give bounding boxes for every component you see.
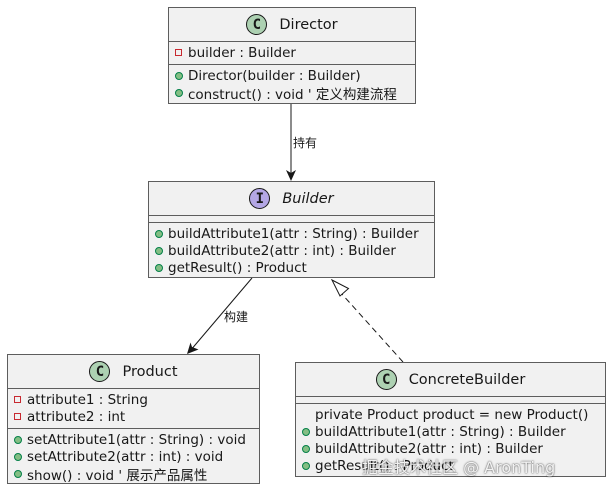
- concrete-builder-fields: [296, 396, 605, 403]
- method-row: Director(builder : Builder): [169, 67, 415, 84]
- private-visibility-icon: [175, 49, 182, 56]
- director-fields: builder : Builder: [169, 41, 415, 64]
- class-concrete-builder-header: C ConcreteBuilder: [296, 363, 605, 396]
- method-row: buildAttribute1(attr : String) : Builder: [296, 423, 605, 440]
- public-visibility-icon: [302, 444, 310, 453]
- public-visibility-icon: [14, 452, 22, 461]
- field-text: builder : Builder: [188, 44, 296, 61]
- watermark: 掘金技术社区 @ AronTing: [362, 458, 556, 477]
- private-visibility-icon: [14, 396, 21, 403]
- interface-i-icon: I: [249, 188, 271, 209]
- member-row: private Product product = new Product(): [296, 406, 605, 423]
- class-director: C Director builder : Builder Director(bu…: [168, 7, 416, 104]
- public-visibility-icon: [302, 427, 310, 436]
- realization-arrowhead: [330, 278, 350, 297]
- class-product-name: Product: [122, 363, 178, 380]
- field-text: attribute1 : String: [27, 391, 148, 408]
- method-row: buildAttribute1(attr : String) : Builder: [149, 225, 434, 242]
- method-text: show() : void ' 展示产品属性: [27, 467, 208, 484]
- member-text: private Product product = new Product(): [315, 406, 589, 423]
- method-text: setAttribute2(attr : int) : void: [27, 448, 224, 465]
- builds-arrowhead: [187, 342, 199, 354]
- field-row: attribute1 : String: [8, 391, 259, 408]
- method-row: setAttribute1(attr : String) : void: [8, 431, 259, 448]
- field-row: attribute2 : int: [8, 408, 259, 425]
- method-text: buildAttribute2(attr : int) : Builder: [315, 440, 543, 457]
- method-text: construct() : void ' 定义构建流程: [188, 86, 397, 103]
- builds-label: 构建: [224, 310, 249, 324]
- holds-arrowhead: [286, 170, 296, 181]
- class-c-icon: C: [246, 14, 268, 35]
- class-product-header: C Product: [8, 355, 259, 388]
- method-row: show() : void ' 展示产品属性: [8, 465, 259, 484]
- concrete-builder-members: private Product product = new Product() …: [296, 403, 605, 477]
- public-visibility-icon: [175, 88, 183, 97]
- method-text: getResult() : Product: [315, 457, 454, 474]
- method-row: buildAttribute2(attr : int) : Builder: [149, 242, 434, 259]
- public-visibility-icon: [155, 229, 163, 238]
- public-visibility-icon: [14, 469, 22, 478]
- class-c-icon: C: [89, 361, 111, 382]
- class-product: C Product attribute1 : String attribute2…: [7, 354, 260, 484]
- product-fields: attribute1 : String attribute2 : int: [8, 388, 259, 428]
- method-text: setAttribute1(attr : String) : void: [27, 431, 246, 448]
- method-text: Director(builder : Builder): [188, 67, 361, 84]
- public-visibility-icon: [155, 263, 163, 272]
- interface-builder: I Builder buildAttribute1(attr : String)…: [148, 181, 435, 278]
- public-visibility-icon: [155, 246, 163, 255]
- builds-association-line: [189, 277, 253, 352]
- public-visibility-icon: [14, 435, 22, 444]
- private-visibility-icon: [14, 413, 21, 420]
- public-visibility-icon: [175, 71, 183, 80]
- method-text: buildAttribute1(attr : String) : Builder: [315, 423, 566, 440]
- method-text: buildAttribute1(attr : String) : Builder: [168, 225, 419, 242]
- method-row: getResult() : Product: [149, 259, 434, 276]
- director-methods: Director(builder : Builder) construct() …: [169, 64, 415, 104]
- method-text: buildAttribute2(attr : int) : Builder: [168, 242, 396, 259]
- class-concrete-builder-name: ConcreteBuilder: [408, 371, 526, 388]
- realization-line: [340, 292, 404, 363]
- class-c-icon: C: [375, 369, 397, 390]
- public-visibility-icon: [302, 461, 310, 470]
- method-text: getResult() : Product: [168, 259, 307, 276]
- method-row: buildAttribute2(attr : int) : Builder: [296, 440, 605, 457]
- product-methods: setAttribute1(attr : String) : void setA…: [8, 428, 259, 485]
- interface-builder-name: Builder: [282, 190, 334, 207]
- method-row: setAttribute2(attr : int) : void: [8, 448, 259, 465]
- method-row: construct() : void ' 定义构建流程: [169, 84, 415, 103]
- field-row: builder : Builder: [169, 44, 415, 61]
- class-concrete-builder: C ConcreteBuilder private Product produc…: [295, 362, 606, 477]
- field-text: attribute2 : int: [27, 408, 126, 425]
- holds-label: 持有: [293, 136, 318, 150]
- class-director-header: C Director: [169, 8, 415, 41]
- class-director-name: Director: [279, 16, 338, 33]
- method-row: getResult() : Product: [296, 457, 605, 474]
- builder-fields: [149, 215, 434, 222]
- builder-methods: buildAttribute1(attr : String) : Builder…: [149, 222, 434, 279]
- interface-builder-header: I Builder: [149, 182, 434, 215]
